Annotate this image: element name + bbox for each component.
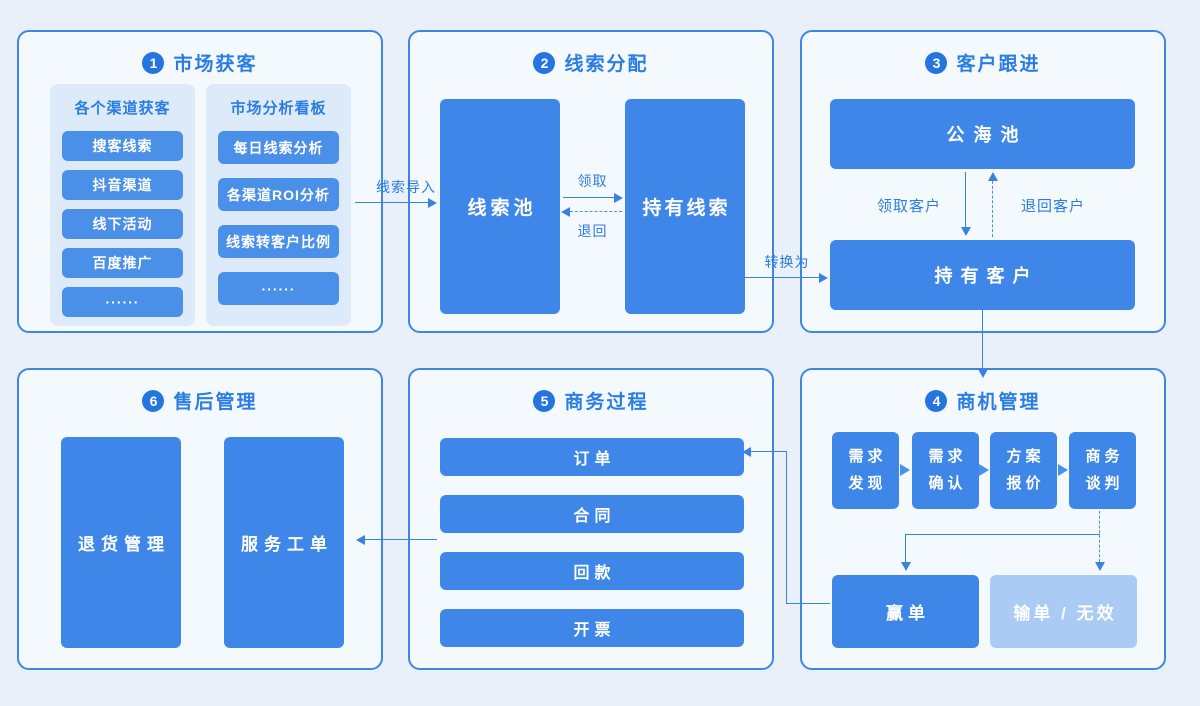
- return-label: 退回: [577, 223, 608, 239]
- stage-line: 方案: [1006, 448, 1045, 466]
- panel2-title-row: 2 线索分配: [410, 49, 772, 76]
- analysis-group-title: 市场分析看板: [230, 100, 327, 117]
- claim-label: 领取: [577, 173, 608, 189]
- market-analysis-group: 市场分析看板 每日线索分析 各渠道ROI分析 线索转客户比例 ······: [206, 84, 351, 326]
- stage-demand-confirmation: 需求 确认: [912, 432, 979, 509]
- channel-acquisition-group: 各个渠道获客 搜客线索 抖音渠道 线下活动 百度推广 ······: [50, 84, 195, 326]
- channel-items: 搜客线索 抖音渠道 线下活动 百度推广 ······: [62, 131, 183, 317]
- lose-branch-line: [1099, 511, 1100, 562]
- channel-group-title: 各个渠道获客: [74, 100, 171, 117]
- lead-import-label: 线索导入: [376, 179, 436, 195]
- panel-aftersales: 6 售后管理 退货管理 服务工单: [17, 368, 383, 670]
- return-arrow-line: [570, 211, 622, 212]
- list-item-ellipsis: ······: [62, 287, 183, 317]
- down-arrowhead-icon: [901, 562, 911, 571]
- panel6-title-row: 6 售后管理: [19, 387, 381, 414]
- held-customers-box: 持有客户: [830, 240, 1135, 310]
- right-arrowhead-icon: [819, 273, 828, 283]
- panel-business-process: 5 商务过程 订单 合同 回款 开票: [408, 368, 774, 670]
- win-branch-hline: [905, 534, 1100, 535]
- service-ticket-box: 服务工单: [224, 437, 344, 648]
- win-box: 赢单: [832, 575, 979, 648]
- claim-customer-label: 领取客户: [876, 198, 941, 215]
- lead-pool-box: 线索池: [440, 99, 560, 314]
- lead-import-line: [355, 202, 429, 203]
- step-1-badge: 1: [142, 51, 165, 74]
- panel5-title-row: 5 商务过程: [410, 387, 772, 414]
- left-arrowhead-icon: [356, 535, 365, 545]
- stage-line: 发现: [848, 474, 887, 492]
- stage-business-negotiation: 商务 谈判: [1069, 432, 1136, 509]
- convert-to-line: [742, 277, 820, 278]
- stage-line: 确认: [928, 474, 967, 492]
- step-2-badge: 2: [533, 51, 556, 74]
- panel5-title: 商务过程: [564, 392, 649, 413]
- down-arrowhead-icon: [1095, 562, 1105, 571]
- panel-market-acquisition: 1 市场获客 各个渠道获客 搜客线索 抖音渠道 线下活动 百度推广 ······…: [17, 30, 383, 333]
- panel4-title-row: 4 商机管理: [802, 387, 1164, 414]
- analysis-items: 每日线索分析 各渠道ROI分析 线索转客户比例 ······: [218, 131, 339, 305]
- stage-line: 需求: [848, 448, 887, 466]
- payment-bar: 回款: [440, 552, 744, 590]
- stage-line: 报价: [1006, 474, 1045, 492]
- list-item: 线索转客户比例: [218, 225, 339, 258]
- stage-arrow-icon: [1058, 464, 1068, 476]
- list-item: 各渠道ROI分析: [218, 178, 339, 211]
- panel-opportunity-management: 4 商机管理 需求 发现 需求 确认 方案 报价 商务 谈判 赢单 输单 / 无…: [800, 368, 1166, 670]
- stage-line: 商务: [1085, 448, 1124, 466]
- left-arrowhead-icon: [742, 447, 751, 457]
- process-to-service-line: [364, 539, 437, 540]
- stage-solution-quotation: 方案 报价: [990, 432, 1057, 509]
- win-to-order-v: [786, 451, 787, 604]
- return-customer-line: [992, 181, 993, 237]
- lose-invalid-box: 输单 / 无效: [990, 575, 1137, 648]
- stage-line: 谈判: [1085, 474, 1124, 492]
- step-3-badge: 3: [925, 51, 948, 74]
- convert-to-label: 转换为: [764, 254, 810, 270]
- panel1-title-row: 1 市场获客: [19, 49, 381, 76]
- list-item: 搜客线索: [62, 131, 183, 161]
- win-branch-vline: [905, 534, 906, 562]
- left-arrowhead-icon: [561, 207, 570, 217]
- stage-line: 需求: [928, 448, 967, 466]
- right-arrowhead-icon: [428, 198, 437, 208]
- down-arrowhead-icon: [961, 227, 971, 236]
- panel3-title-row: 3 客户跟进: [802, 49, 1164, 76]
- panel-customer-followup: 3 客户跟进 公海池 持有客户 领取客户 退回客户: [800, 30, 1166, 333]
- panel3-title: 客户跟进: [956, 54, 1041, 75]
- claim-arrow-line: [563, 197, 615, 198]
- invoice-bar: 开票: [440, 609, 744, 647]
- panel2-title: 线索分配: [564, 54, 649, 75]
- panel-lead-distribution: 2 线索分配 线索池 持有线索 领取 退回: [408, 30, 774, 333]
- panel4-title: 商机管理: [956, 392, 1041, 413]
- list-item: 线下活动: [62, 209, 183, 239]
- order-bar: 订单: [440, 438, 744, 476]
- list-item: 每日线索分析: [218, 131, 339, 164]
- stage-arrow-icon: [979, 464, 989, 476]
- claim-customer-line: [965, 172, 966, 227]
- down-arrowhead-icon: [978, 369, 988, 378]
- list-item: 抖音渠道: [62, 170, 183, 200]
- step-4-badge: 4: [925, 389, 948, 412]
- returns-management-box: 退货管理: [61, 437, 181, 648]
- return-customer-label: 退回客户: [1020, 198, 1085, 215]
- public-sea-pool-box: 公海池: [830, 99, 1135, 169]
- stage-arrow-icon: [900, 464, 910, 476]
- customer-to-opportunity-line: [982, 308, 983, 370]
- right-arrowhead-icon: [614, 193, 623, 203]
- win-to-order-h2: [750, 451, 787, 452]
- step-5-badge: 5: [533, 389, 556, 412]
- up-arrowhead-icon: [988, 172, 998, 181]
- panel6-title: 售后管理: [173, 392, 258, 413]
- list-item-ellipsis: ······: [218, 272, 339, 305]
- list-item: 百度推广: [62, 248, 183, 278]
- win-to-order-h1: [786, 603, 830, 604]
- panel1-title: 市场获客: [173, 54, 258, 75]
- contract-bar: 合同: [440, 495, 744, 533]
- stage-demand-discovery: 需求 发现: [832, 432, 899, 509]
- step-6-badge: 6: [142, 389, 165, 412]
- held-leads-box: 持有线索: [625, 99, 745, 314]
